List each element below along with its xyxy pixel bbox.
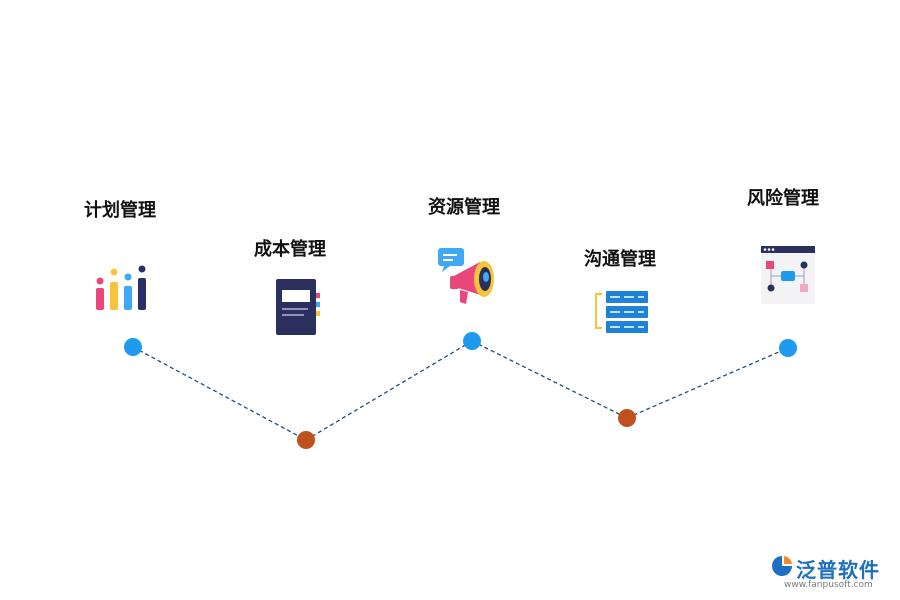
bar-chart-icon: [96, 265, 146, 310]
connector-segment: [305, 340, 473, 441]
connector-segment: [132, 346, 307, 441]
step-node-2: [297, 431, 315, 449]
step-label-communication: 沟通管理: [584, 249, 656, 270]
flowchart-window-icon: [761, 246, 815, 304]
step-node-3: [463, 332, 481, 350]
step-node-1: [124, 338, 142, 356]
server-icon: [595, 291, 648, 333]
brand-mark-icon: [772, 556, 792, 576]
brand-logo: 泛普软件 www.fanpusoft.com: [770, 552, 895, 598]
step-label-risk: 风险管理: [747, 188, 819, 209]
megaphone-icon: [438, 248, 494, 304]
step-label-plan: 计划管理: [84, 200, 156, 221]
brand-name: 泛普软件: [796, 558, 880, 582]
step-node-5: [779, 339, 797, 357]
step-label-resource: 资源管理: [428, 197, 500, 218]
step-node-4: [618, 409, 636, 427]
dashed-connector: [132, 340, 789, 441]
node-group: [124, 332, 797, 449]
connector-segment: [471, 340, 628, 419]
connector-segment: [626, 347, 789, 419]
brand-url: www.fanpusoft.com: [784, 580, 873, 590]
notebook-icon: [276, 279, 320, 335]
step-label-cost: 成本管理: [254, 239, 326, 260]
